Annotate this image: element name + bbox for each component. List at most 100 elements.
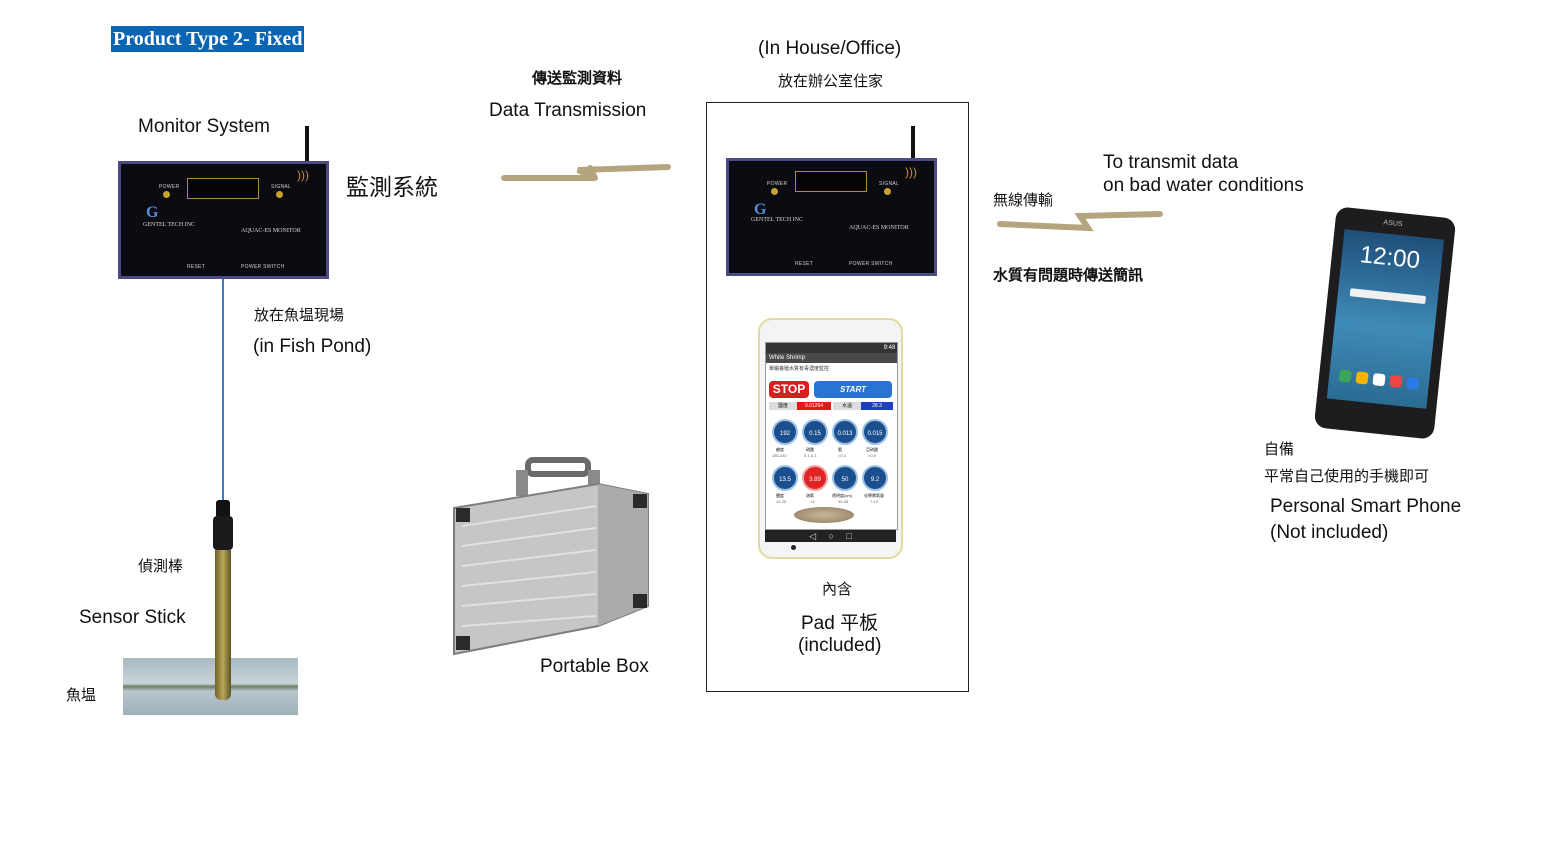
tablet-nav-bar: ◁ ○ □	[765, 530, 896, 542]
gauge-range: 0.1-0.3	[804, 453, 817, 458]
brand-logo-icon: G	[146, 204, 159, 221]
own-cn-label: 自備	[1264, 441, 1295, 458]
tablet-status-row: 鹽度 9.01264 水溫 28.3	[769, 402, 893, 410]
brand-name: GENTEL TECH INC	[751, 217, 803, 223]
phone-brand: ASUS	[1383, 219, 1403, 229]
phone-search-bar[interactable]	[1349, 288, 1427, 305]
gauge-name: 鹽度	[776, 493, 784, 498]
tablet-time: 9:48	[883, 345, 896, 351]
fish-pond-photo	[123, 658, 298, 715]
wifi-signal-icon: )))	[905, 165, 917, 179]
status-left-label: 鹽度	[769, 402, 797, 410]
apps-app-icon[interactable]	[1372, 373, 1386, 387]
pond-cn-label: 魚塭	[66, 687, 97, 704]
gauge-range: 180-240	[772, 453, 787, 458]
power-label: POWER	[159, 184, 180, 190]
tablet-device: 9:48 White Shrimp 單蝦養殖水質有毒濃度監控 STOP STAR…	[758, 318, 903, 559]
gauge-name: 鹼度	[776, 447, 784, 452]
model-name: AQUAC-ES MONITOR	[849, 225, 909, 231]
house-en-label: (In House/Office)	[758, 38, 902, 59]
power-led-icon	[771, 188, 778, 195]
status-right-label: 水溫	[833, 402, 861, 410]
brand-logo-icon: G	[754, 201, 767, 218]
monitor-system-cn-label: 監測系統	[346, 174, 438, 200]
tablet-app-name: White Shrimp	[769, 355, 806, 361]
wireless-wave-icon	[501, 164, 671, 181]
start-button[interactable]: START	[814, 381, 892, 398]
brand-name: GENTEL TECH INC	[143, 222, 195, 228]
signal-led-icon	[884, 188, 891, 195]
included-cn-label: 內含	[822, 581, 853, 598]
device-display	[795, 171, 867, 192]
gauge-name: 化學需氧量	[864, 493, 884, 498]
sensor-cn-label: 偵測棒	[138, 558, 184, 575]
phone-screen: 12:00	[1326, 229, 1445, 409]
portable-box-icon	[453, 457, 649, 656]
house-office-frame	[706, 102, 969, 692]
sensor-cable	[222, 279, 224, 501]
fish-pond-cn-label: 放在魚塭現場	[254, 307, 345, 324]
messages-app-icon[interactable]	[1355, 371, 1369, 385]
shrimp-image	[794, 507, 854, 523]
gauge-range: 30-45	[838, 499, 849, 504]
gauge-range: <0.4	[838, 453, 846, 458]
transmit-en-label: Data Transmission	[489, 100, 647, 121]
monitor-system-label: Monitor System	[138, 116, 270, 137]
power-switch-label: POWER SWITCH	[241, 264, 285, 270]
gauge-cod: 9.2	[862, 465, 888, 491]
sensor-stick-icon	[215, 550, 231, 700]
gauge-range: <0.5	[868, 453, 876, 458]
tablet-subtitle: 單蝦養殖水質有毒濃度監控	[769, 366, 830, 372]
gauge-nitrite: 0.015	[862, 419, 888, 445]
pad-label: Pad 平板	[801, 613, 879, 634]
smart-phone: ASUS 12:00	[1313, 206, 1457, 440]
gauge-range: 12-25	[776, 499, 787, 504]
gauge-dissolved-oxygen: 3.89	[802, 465, 828, 491]
model-name: AQUAC-ES MONITOR	[241, 228, 301, 234]
camera-icon	[791, 545, 796, 550]
transmit-cn-label: 傳送監測資料	[532, 70, 623, 87]
sms-cn-label: 水質有問題時傳送簡訊	[993, 267, 1144, 284]
wireless-wave-icon	[997, 211, 1163, 232]
gauge-name: 溶氧	[806, 493, 814, 498]
gauge-range: >4	[810, 499, 815, 504]
phone-en-label: Personal Smart Phone	[1270, 496, 1462, 517]
reset-label: RESET	[795, 261, 814, 267]
sensor-cap-icon	[216, 500, 230, 518]
sensor-head-icon	[213, 516, 233, 550]
tablet-app-bar: White Shrimp	[766, 353, 897, 363]
browser-app-icon[interactable]	[1389, 374, 1403, 389]
gauge-range: 7-10	[870, 499, 879, 504]
transmit-line2-label: on bad water conditions	[1103, 175, 1304, 196]
camera-app-icon[interactable]	[1406, 376, 1420, 390]
gauge-name: 透明度(cm)	[832, 493, 852, 498]
phone-clock: 12:00	[1358, 241, 1422, 275]
home-icon[interactable]: ○	[828, 531, 834, 541]
gauge-name: 亞硝酸	[866, 447, 878, 452]
reset-label: RESET	[187, 264, 206, 270]
sensor-en-label: Sensor Stick	[79, 607, 186, 628]
back-icon[interactable]: ◁	[809, 531, 816, 541]
stop-button[interactable]: STOP	[769, 381, 809, 398]
recent-apps-icon[interactable]: □	[846, 531, 852, 541]
not-included-label: (Not included)	[1270, 522, 1389, 543]
monitor-device-left: POWER SIGNAL ))) G GENTEL TECH INC AQUAC…	[118, 161, 329, 279]
wireless-cn-label: 無線傳輸	[993, 192, 1054, 209]
power-label: POWER	[767, 181, 788, 187]
power-switch-label: POWER SWITCH	[849, 261, 893, 267]
device-display	[187, 178, 259, 199]
gauge-name: 氨	[838, 447, 842, 452]
gauge-name: 硝酸	[806, 447, 814, 452]
monitor-device-right: POWER SIGNAL ))) G GENTEL TECH INC AQUAC…	[726, 158, 937, 276]
house-cn-label: 放在辦公室住家	[778, 73, 884, 90]
signal-label: SIGNAL	[271, 184, 292, 190]
gauge-ammonia: 0.013	[832, 419, 858, 445]
phone-app-icon[interactable]	[1338, 369, 1352, 383]
antenna-icon	[305, 126, 309, 162]
phone-dock	[1338, 369, 1420, 394]
transmit-line1-label: To transmit data	[1103, 152, 1239, 173]
antenna-icon	[911, 126, 915, 160]
own-phone-cn-label: 平常自己使用的手機即可	[1264, 468, 1430, 485]
page-title: Product Type 2- Fixed	[111, 26, 305, 52]
gauge-salinity: 13.5	[772, 465, 798, 491]
